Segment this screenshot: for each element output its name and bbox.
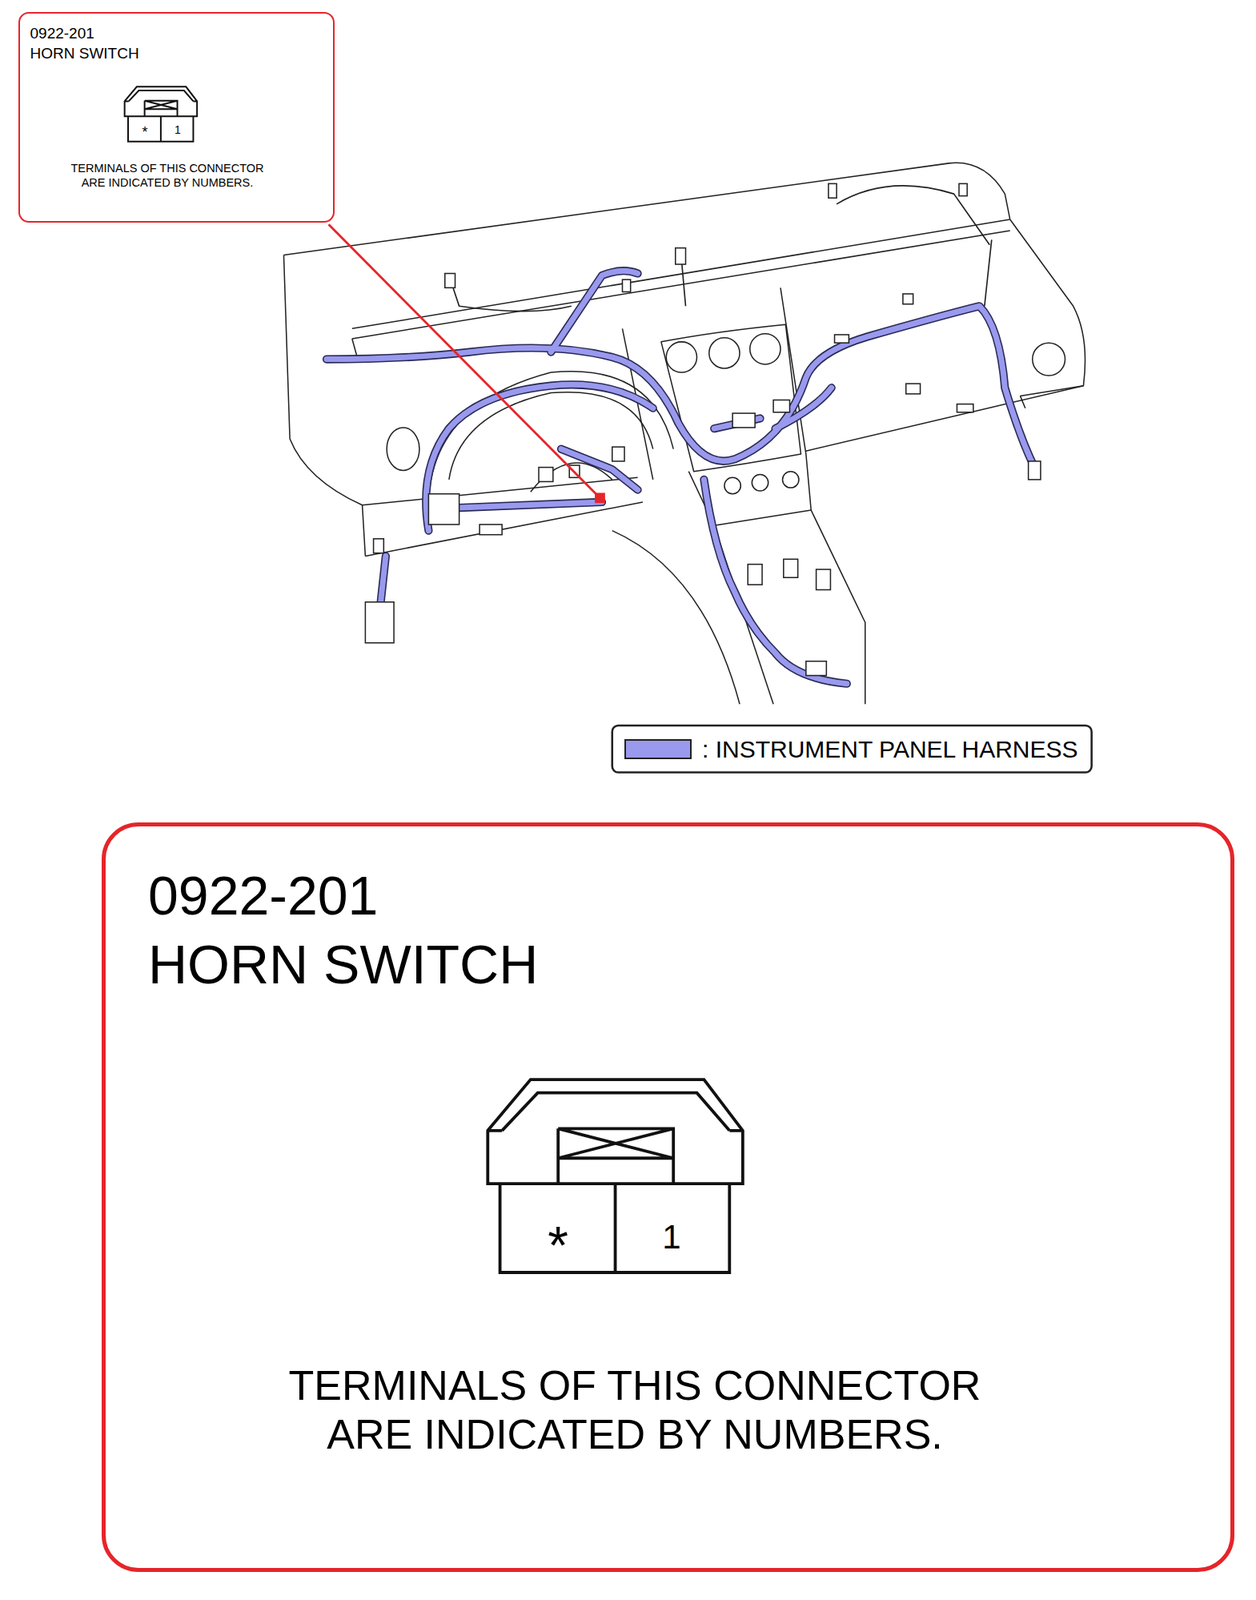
air-vent xyxy=(750,333,781,365)
connector-symbol xyxy=(373,538,385,554)
connector-face-small xyxy=(124,86,197,141)
note-text: TERMINALS OF THIS CONNECTOR ARE INDICATE… xyxy=(61,160,274,190)
dashboard-outline xyxy=(352,338,358,358)
legend-swatch xyxy=(624,738,692,759)
harness-outline xyxy=(449,501,602,509)
connector-face xyxy=(487,1079,743,1273)
connector-symbol xyxy=(783,558,799,578)
air-vent xyxy=(1032,342,1066,376)
connector-symbol xyxy=(906,383,921,394)
note-text: TERMINALS OF THIS CONNECTOR ARE INDICATE… xyxy=(262,1360,1008,1459)
dashboard-outline xyxy=(352,219,1011,329)
connector-face xyxy=(124,86,197,141)
connector-symbol xyxy=(902,293,914,305)
connector-symbol xyxy=(747,564,763,585)
callout-box: 0922-201HORN SWITCH TERMINALS OF THIS CON… xyxy=(18,12,335,223)
harness-outline xyxy=(425,384,654,530)
branch-wire xyxy=(984,239,992,306)
connector-symbol xyxy=(612,446,625,462)
harness-outline xyxy=(703,479,847,684)
air-vent xyxy=(709,337,740,369)
connector-symbol xyxy=(773,400,790,413)
harness-outline xyxy=(550,270,638,352)
dashboard-outline xyxy=(1019,395,1025,408)
legend-text: : INSTRUMENT PANEL HARNESS xyxy=(702,737,1079,762)
connector-name: HORN SWITCH xyxy=(30,45,140,61)
connector-symbol xyxy=(538,467,554,482)
connector-symbol xyxy=(732,413,755,428)
connector-symbol xyxy=(621,279,631,292)
control-knob xyxy=(724,477,741,494)
connector-code: 0922-201 xyxy=(148,867,378,923)
connector-symbol xyxy=(675,248,687,265)
connector-symbol xyxy=(1028,461,1041,480)
connector-symbol xyxy=(828,183,837,198)
pin-number: 1 xyxy=(662,1219,681,1254)
connector-symbol xyxy=(479,524,502,535)
dashboard-outline xyxy=(661,324,802,471)
dashboard-outline xyxy=(283,162,1010,255)
dashboard-outline xyxy=(780,287,807,454)
branch-wire xyxy=(449,275,572,312)
connector-symbol xyxy=(956,404,973,413)
connector-name: HORN SWITCH xyxy=(148,936,538,992)
connector-symbol xyxy=(816,569,831,590)
dashboard-outline xyxy=(1010,219,1086,396)
dashboard-outline xyxy=(428,371,674,501)
air-vent xyxy=(666,341,697,373)
pin-number: 1 xyxy=(174,124,181,136)
callout-box: 0922-201HORN SWITCH TERMINALS OF THIS CON… xyxy=(101,822,1235,1572)
pin-label: * xyxy=(547,1218,569,1272)
connector-symbol xyxy=(428,493,459,525)
air-vent xyxy=(386,427,420,471)
instrument-panel-harness xyxy=(703,479,847,684)
dashboard-outline xyxy=(806,385,1084,452)
branch-wire xyxy=(681,260,686,306)
control-knob xyxy=(782,471,799,488)
connector-symbol xyxy=(445,272,456,288)
instrument-panel-harness xyxy=(449,501,602,509)
connector-symbol xyxy=(959,183,968,196)
instrument-panel-harness xyxy=(550,270,638,352)
connector-code: 0922-201 xyxy=(30,25,95,41)
legend-frame xyxy=(612,725,1092,773)
control-knob xyxy=(751,474,768,491)
dashboard-outline xyxy=(362,477,639,505)
connector-symbol xyxy=(365,601,394,643)
instrument-panel-harness xyxy=(425,384,654,530)
pin-label: * xyxy=(141,124,148,140)
dashboard-outline xyxy=(365,501,643,557)
leader-line xyxy=(329,224,601,498)
connector-symbol xyxy=(806,661,827,676)
connector-marker xyxy=(594,492,606,503)
dashboard-outline xyxy=(283,255,366,557)
connector-symbol xyxy=(834,334,850,343)
